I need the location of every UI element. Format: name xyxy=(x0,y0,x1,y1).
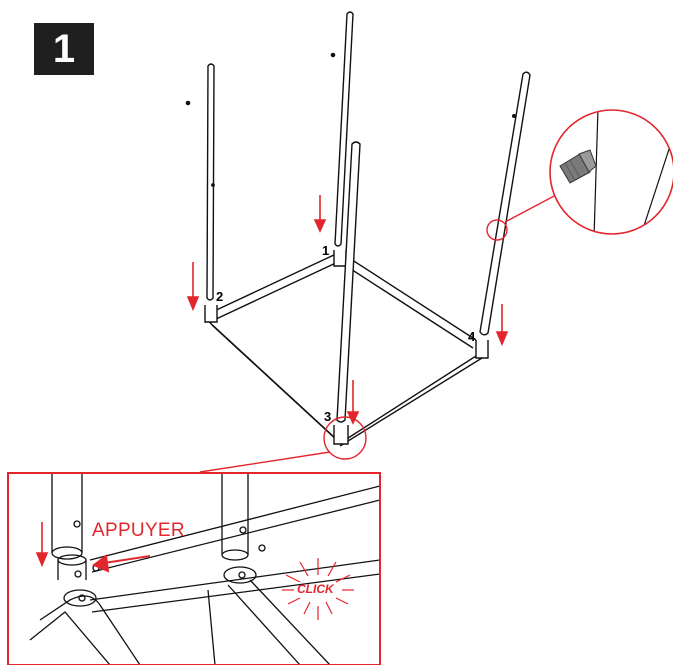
end-cap-plug-icon xyxy=(559,149,597,184)
leg-number-3: 3 xyxy=(324,409,332,424)
down-arrow-icon xyxy=(495,304,509,347)
down-arrow-icon xyxy=(35,522,49,568)
corner-highlight-circle xyxy=(199,416,367,473)
leg-2 xyxy=(185,63,218,323)
base-frame xyxy=(206,253,483,447)
push-label: APPUYER xyxy=(92,520,185,541)
down-arrow-icon xyxy=(186,262,200,312)
leg-number-4: 4 xyxy=(468,329,476,344)
leg-4 xyxy=(475,71,531,359)
magnifier-circle-icon xyxy=(486,109,673,241)
leg-3 xyxy=(333,141,361,445)
leg-number-2: 2 xyxy=(216,289,224,304)
push-arrow-icon xyxy=(92,554,151,573)
leg-number-1: 1 xyxy=(322,243,330,258)
step-number-badge: 1 xyxy=(34,23,94,75)
down-arrow-icon xyxy=(346,380,360,425)
down-arrow-icon xyxy=(313,195,327,233)
detail-panel xyxy=(7,472,381,665)
click-burst-icon xyxy=(282,558,354,620)
click-label: CLICK xyxy=(297,582,334,596)
